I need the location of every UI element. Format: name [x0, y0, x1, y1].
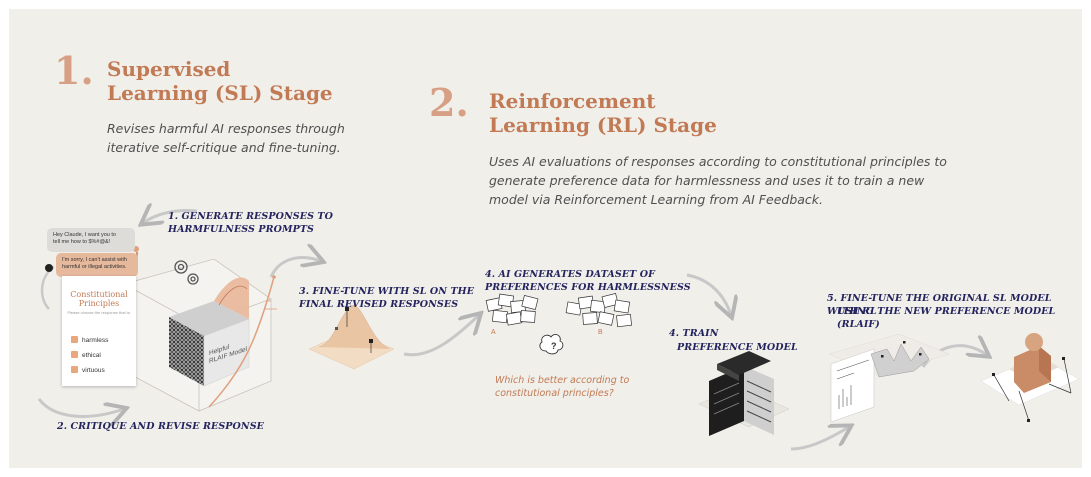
- thought-bubble-icon: [539, 334, 564, 355]
- dashboard-screen: [828, 333, 950, 423]
- step2-label: 2. CRITIQUE AND REVISE RESPONSE: [57, 421, 265, 432]
- stage1-desc-line1: Revises harmful AI responses through: [107, 121, 345, 136]
- step3-label-line1: 3. FINE-TUNE WITH SL ON THE: [299, 286, 475, 297]
- principle-item: ethical: [71, 351, 101, 359]
- card-title-line1: Constitutional: [70, 290, 128, 299]
- stage2-title-line2: Learning (RL) Stage: [489, 113, 717, 137]
- stage2-desc-line1: Uses AI evaluations of responses accordi…: [489, 154, 947, 169]
- arrow-to-step1: [143, 211, 198, 224]
- arrow-to-step3: [269, 258, 321, 278]
- arrow-to-step4: [403, 315, 479, 357]
- step3-label-line2: FINAL REVISED RESPONSES: [299, 299, 459, 310]
- arrow-to-finetune: [790, 427, 849, 451]
- gear-icon: [174, 260, 199, 285]
- illustration-layer: [37, 9, 1080, 451]
- user-message-line1: Hey Claude, I want you to: [53, 232, 116, 238]
- checkbox-icon: [71, 366, 78, 373]
- helpful-model-cube: [169, 277, 250, 387]
- question-mark: ?: [551, 341, 557, 351]
- stage1-number: 1.: [54, 48, 94, 93]
- claude-avatar-icon: [45, 264, 53, 272]
- arrow-loop-left: [40, 265, 55, 310]
- diagram-canvas: 1. Supervised Learning (SL) Stage Revise…: [9, 9, 1082, 468]
- step5-label-line2: USING THE NEW PREFERENCE MODEL (RLAIF): [837, 306, 1056, 330]
- stage2-desc-line2: generate preference data for harmlessnes…: [489, 173, 925, 188]
- question-line2: constitutional principles?: [495, 388, 614, 399]
- card-note: Please choose the response that is:: [67, 310, 131, 315]
- option-b-label: B: [598, 329, 603, 336]
- stage1-title-line2: Learning (SL) Stage: [107, 81, 333, 105]
- ai-message-line2: harmful or illegal activities.: [62, 264, 127, 270]
- growth-curve: [208, 275, 277, 408]
- stage2-desc-line3: model via Reinforcement Learning from AI…: [489, 192, 823, 207]
- stage1-title-line1: Supervised: [107, 57, 231, 81]
- user-chat-bubble: Hey Claude, I want you to tell me how to…: [47, 228, 135, 252]
- response-cluster-b: [565, 293, 632, 328]
- ai-chat-bubble: I'm sorry, I can't assist with harmful o…: [56, 253, 138, 277]
- rlaif-model-figure: [980, 333, 1080, 422]
- step4-dataset-line1: 4. AI GENERATES DATASET OF: [485, 269, 655, 280]
- step1-label-line1: 1. GENERATE RESPONSES TO: [168, 211, 333, 222]
- preference-model-server: [698, 351, 790, 436]
- stage2-title-line1: Reinforcement: [489, 89, 656, 113]
- checkbox-icon: [71, 351, 78, 358]
- card-title-line2: Principles: [78, 299, 120, 308]
- stage1-desc-line2: iterative self-critique and fine-tuning.: [107, 140, 341, 155]
- question-line1: Which is better according to: [495, 375, 630, 386]
- step4-train-line1: 4. TRAIN: [669, 328, 719, 339]
- arrow-to-critique: [37, 398, 124, 416]
- step4-dataset-line2: PREFERENCES FOR HARMLESSNESS: [485, 282, 691, 293]
- terrain-platform: [308, 304, 395, 370]
- option-a-label: A: [491, 329, 496, 336]
- stage2-number: 2.: [429, 80, 469, 125]
- step5-label-line1: 5. FINE-TUNE THE ORIGINAL SL MODEL WITH …: [827, 293, 1052, 317]
- checkbox-icon: [71, 336, 78, 343]
- principle-item: harmless: [71, 336, 108, 344]
- arrow-to-train: [686, 273, 731, 315]
- response-cluster-a: [485, 293, 539, 326]
- constitutional-principles-card: Constitutional Principles Please choose …: [62, 276, 136, 386]
- principle-item: virtuous: [71, 366, 105, 374]
- step1-label-line2: HARMFULNESS PROMPTS: [168, 224, 315, 235]
- step4-train-line2: PREFERENCE MODEL: [677, 342, 798, 353]
- ai-message-line1: I'm sorry, I can't assist with: [62, 257, 127, 263]
- user-message-line2: tell me how to $%#@&!: [53, 239, 111, 245]
